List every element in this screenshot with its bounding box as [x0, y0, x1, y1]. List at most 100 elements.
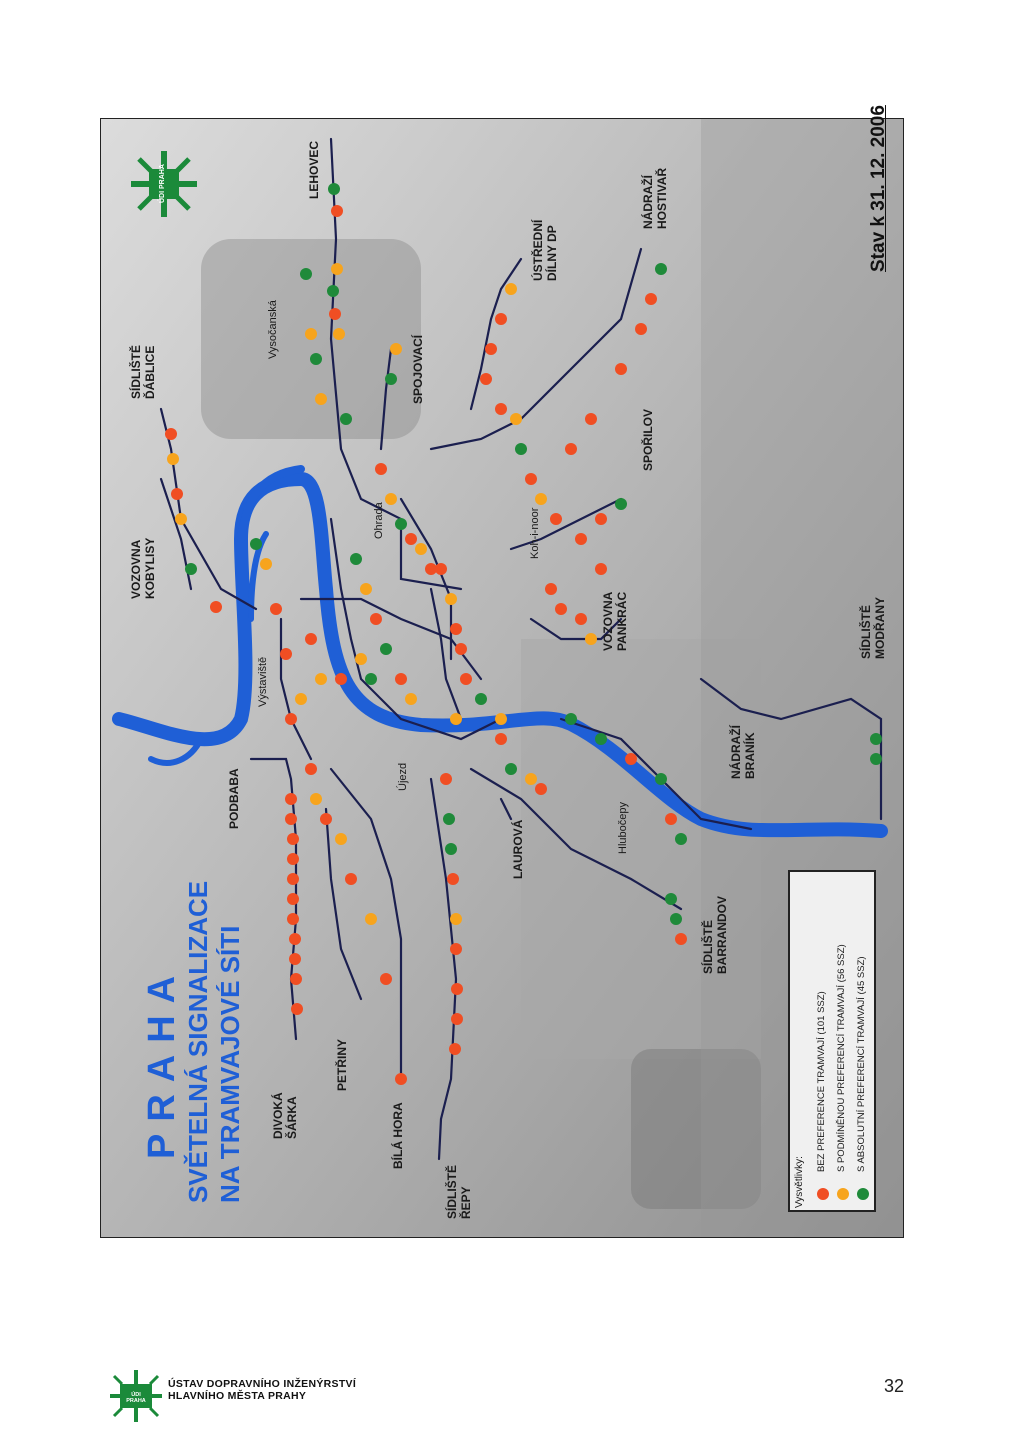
label-petriny: PETŘINY	[335, 1038, 349, 1091]
label-kohinoor: Koh-i-noor	[529, 507, 541, 559]
signal-marker	[450, 713, 462, 725]
signal-marker	[575, 533, 587, 545]
signal-marker	[440, 773, 452, 785]
label-modrany-1: SÍDLIŠTĚ	[859, 604, 873, 659]
signal-marker	[451, 983, 463, 995]
label-kobylisy-1: VOZOVNA	[129, 539, 143, 599]
signal-marker	[300, 268, 312, 280]
label-divoka-1: DIVOKÁ	[271, 1092, 285, 1139]
signal-marker	[305, 328, 317, 340]
logo-arrows	[131, 151, 197, 217]
line-repy	[429, 777, 458, 1161]
signal-marker	[260, 558, 272, 570]
signal-marker	[525, 773, 537, 785]
signal-marker	[395, 673, 407, 685]
signal-marker	[320, 813, 332, 825]
label-barrandov-2: BARRANDOV	[715, 896, 729, 974]
page-number: 32	[884, 1376, 905, 1396]
signal-marker	[345, 873, 357, 885]
signal-marker	[290, 973, 302, 985]
signal-marker	[331, 263, 343, 275]
legend-heading: Vysvětlivky:	[794, 1156, 805, 1208]
label-bila-hora: BÍLÁ HORA	[391, 1102, 405, 1169]
signal-marker	[395, 1073, 407, 1085]
signal-marker	[495, 733, 507, 745]
signal-marker	[485, 343, 497, 355]
signal-marker	[515, 443, 527, 455]
line-center-4	[279, 617, 313, 761]
label-spojovaci: SPOJOVACÍ	[411, 334, 425, 404]
signal-marker	[450, 623, 462, 635]
label-pankrac-1: VOZOVNA	[601, 591, 615, 651]
signal-marker	[665, 813, 677, 825]
title-line3: NA TRAMVAJOVÉ SÍTI	[215, 925, 245, 1203]
signal-marker	[655, 263, 667, 275]
footer-org-line1: ÚSTAV DOPRAVNÍHO INŽENÝRSTVÍ	[168, 1378, 357, 1390]
signal-marker	[287, 873, 299, 885]
signal-marker	[287, 833, 299, 845]
label-branik-1: NÁDRAŽÍ	[729, 725, 743, 779]
river-arm-1	[237, 465, 305, 543]
signal-marker	[655, 773, 667, 785]
label-repy-2: ŘEPY	[459, 1186, 473, 1219]
label-sporilov: SPOŘILOV	[641, 408, 655, 471]
logo-ring	[149, 169, 179, 199]
label-modrany-2: MODŘANY	[873, 597, 887, 659]
signal-marker	[310, 353, 322, 365]
title-line2: SVĚTELNÁ SIGNALIZACE	[183, 880, 213, 1203]
line-modrany	[699, 677, 883, 821]
signal-marker	[380, 643, 392, 655]
signal-marker	[525, 473, 537, 485]
river-main	[112, 471, 888, 838]
signal-marker	[505, 283, 517, 295]
signal-marker	[365, 913, 377, 925]
label-branik-2: BRANÍK	[743, 732, 757, 779]
signal-marker	[315, 393, 327, 405]
signal-marker	[395, 518, 407, 530]
signal-marker	[575, 613, 587, 625]
signal-marker	[375, 463, 387, 475]
signal-marker	[289, 953, 301, 965]
signal-marker	[443, 813, 455, 825]
signal-marker	[305, 633, 317, 645]
line-center-1	[329, 517, 503, 741]
signal-marker	[665, 893, 677, 905]
legend-item-absolute: S ABSOLUTNÍ PREFERENCÍ TRAMVAJÍ (45 SSZ)	[856, 956, 867, 1172]
signal-marker	[390, 343, 402, 355]
legend-item-no-pref: BEZ PREFERENCE TRAMVAJÍ (101 SSZ)	[816, 991, 827, 1172]
signal-marker	[385, 493, 397, 505]
signal-marker	[335, 673, 347, 685]
signal-marker	[595, 733, 607, 745]
label-pankrac-2: PANKRÁC	[615, 591, 629, 651]
signal-marker	[635, 323, 647, 335]
label-ohrada: Ohrada	[373, 502, 385, 539]
label-hostivar-1: NÁDRAŽÍ	[641, 175, 655, 229]
signal-marker	[285, 813, 297, 825]
line-dilny	[469, 257, 523, 411]
signal-marker	[295, 693, 307, 705]
signal-marker	[340, 413, 352, 425]
logo-chevrons	[137, 157, 191, 211]
line-lehovec	[329, 137, 463, 591]
signal-marker	[595, 513, 607, 525]
signal-marker	[327, 285, 339, 297]
label-ujezd: Újezd	[397, 762, 409, 791]
footer-logo-chevrons	[112, 1374, 160, 1418]
label-hostivar-2: HOSTIVAŘ	[655, 167, 669, 229]
signal-marker	[535, 783, 547, 795]
signal-marker	[360, 583, 372, 595]
signal-marker	[480, 373, 492, 385]
label-podbaba: PODBABA	[227, 768, 241, 829]
signal-marker	[415, 543, 427, 555]
footer-logo-box	[120, 1384, 152, 1408]
legend-dot-absolute	[857, 1188, 869, 1200]
signal-marker	[555, 603, 567, 615]
signal-marker	[355, 653, 367, 665]
signal-marker	[495, 713, 507, 725]
label-dilny-2: DÍLNY DP	[545, 225, 559, 281]
signal-marker	[550, 513, 562, 525]
signal-marker	[495, 403, 507, 415]
signal-marker	[315, 673, 327, 685]
label-dilny-1: ÚSTŘEDNÍ	[531, 219, 545, 281]
line-petriny	[324, 807, 363, 1001]
